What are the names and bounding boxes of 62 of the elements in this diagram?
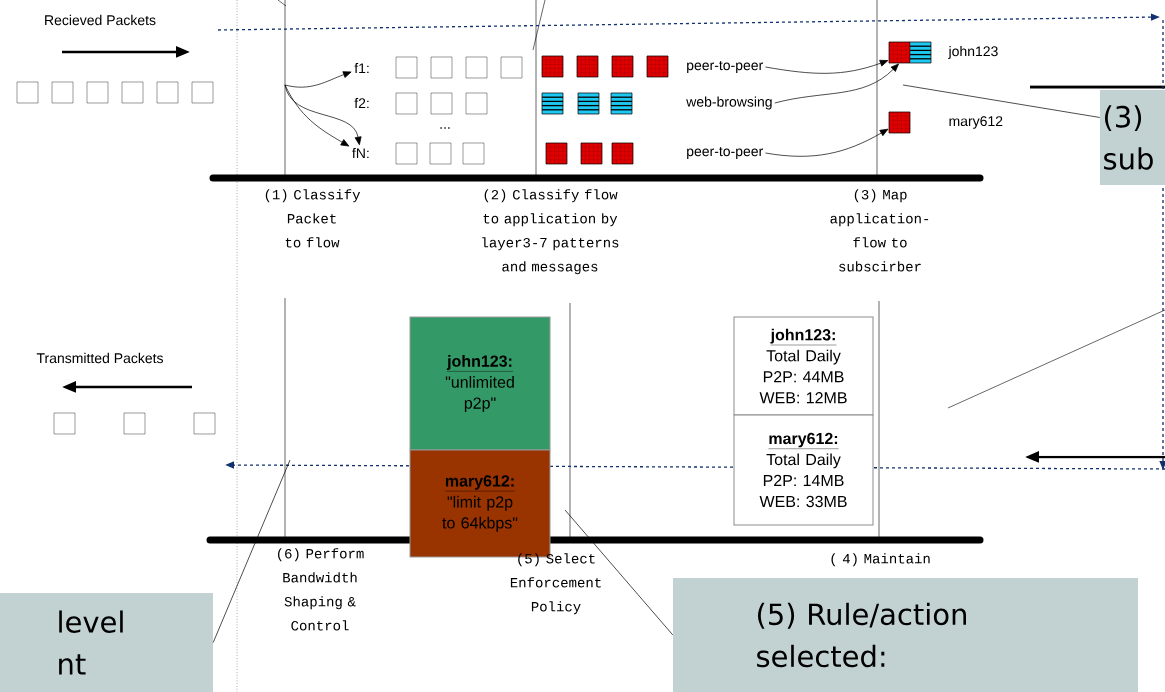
callout-box: level nt [0, 593, 213, 692]
packet-square [156, 81, 179, 104]
packet-square [51, 81, 74, 104]
packets-label: Transmitted Packets [36, 352, 163, 364]
packet-square [545, 142, 568, 165]
packet-square [395, 142, 418, 165]
packet-square [430, 92, 453, 115]
flow-label: f2: [354, 97, 369, 109]
arrow [765, 128, 889, 157]
packet-square [123, 412, 146, 435]
arrow [284, 71, 352, 88]
leader-line [564, 509, 674, 636]
flow-label: fN: [352, 147, 369, 159]
application-label: web-browsing [686, 96, 772, 110]
packet-square [462, 142, 485, 165]
packet-square [541, 92, 564, 115]
packet-square [611, 55, 634, 78]
ellipsis-label: ... [440, 127, 450, 129]
step-caption: (6) Perform Bandwidth Shaping & Control [278, 548, 364, 631]
step-caption: (1) Classify Packet to flow [265, 189, 361, 248]
packet-square [395, 56, 418, 79]
packet-square [576, 55, 599, 78]
packet-square [500, 56, 523, 79]
packet-square [193, 412, 216, 435]
arrow [284, 84, 350, 147]
application-label: peer-to-peer [687, 147, 763, 159]
usage-box: mary612: Total Daily P2P: 14MB WEB: 33MB [733, 414, 874, 526]
packet-square [646, 55, 669, 78]
step-caption: (3) Map application-flow to subscirber [830, 189, 929, 272]
leader-line [902, 84, 1101, 118]
packet-icon [888, 111, 911, 134]
user-name: john123 [948, 45, 998, 59]
packet-square [577, 92, 600, 115]
packet-square [191, 81, 214, 104]
arrow [284, 84, 362, 146]
usage-box: john123: Total Daily P2P: 44MB WEB: 12MB [733, 316, 874, 416]
packet-square [86, 81, 109, 104]
packet-square [541, 55, 564, 78]
packet-icon [888, 41, 932, 64]
packet-square [16, 81, 39, 104]
packet-square [465, 92, 488, 115]
packet-square [610, 92, 633, 115]
packet-square [395, 92, 418, 115]
step-caption: (2) Classify flow to application by layer3-7 patterns and messages [482, 189, 619, 275]
packet-square [429, 142, 452, 165]
callout-box: (3) sub [1100, 90, 1165, 185]
arrow [774, 63, 899, 104]
packet-square [121, 81, 144, 104]
leader-line [212, 459, 291, 643]
packet-square [465, 56, 488, 79]
user-name: mary612 [949, 116, 1003, 129]
arrow [765, 59, 889, 74]
application-label: peer-to-peer [687, 61, 763, 73]
flow-label: f1: [354, 62, 369, 74]
packet-square [430, 56, 453, 79]
packet-square [580, 142, 603, 165]
callout-box: (5) Rule/action selected: [673, 578, 1138, 692]
packet-square [53, 412, 76, 435]
policy-box: john123: "unlimited p2p" [409, 316, 551, 451]
step-caption: ( 4) Maintain [831, 553, 930, 567]
packet-square [611, 142, 634, 165]
packets-label: Recieved Packets [45, 14, 156, 26]
